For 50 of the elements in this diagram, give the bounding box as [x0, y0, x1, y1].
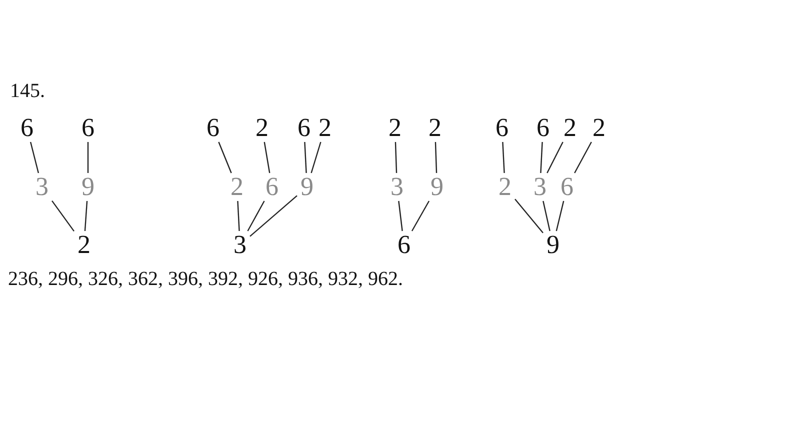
digit: 6 [204, 115, 222, 141]
connector-line [84, 200, 88, 232]
digit: 3 [531, 174, 549, 200]
digit: 3 [388, 174, 406, 200]
connector-line [304, 142, 307, 174]
digit: 2 [561, 115, 579, 141]
digit: 9 [544, 232, 562, 258]
connector-line [264, 142, 270, 174]
connector-line [540, 142, 543, 174]
connector-line [502, 142, 505, 174]
problem-number: 145. [10, 80, 45, 103]
digit: 3 [33, 174, 51, 200]
digit: 6 [295, 115, 313, 141]
connector-line [514, 198, 544, 234]
connector-line [250, 195, 298, 237]
digit: 2 [75, 232, 93, 258]
digit: 2 [228, 174, 246, 200]
connector-line [30, 142, 40, 174]
digit: 6 [79, 115, 97, 141]
digit: 6 [18, 115, 36, 141]
digit: 9 [428, 174, 446, 200]
connector-line [218, 142, 232, 174]
digit: 2 [386, 115, 404, 141]
digit: 2 [316, 115, 334, 141]
connector-line [574, 142, 592, 174]
digit: 9 [298, 174, 316, 200]
connector-line [556, 200, 564, 232]
digit: 2 [496, 174, 514, 200]
connector-line [546, 142, 564, 174]
connector-line [310, 142, 322, 174]
digit: 6 [558, 174, 576, 200]
connector-line [542, 200, 550, 232]
connector-line [87, 142, 89, 173]
connector-line [394, 142, 398, 174]
connector-line [434, 142, 438, 174]
digit: 2 [590, 115, 608, 141]
number-list: 236, 296, 326, 362, 396, 392, 926, 936, 932, 962. [8, 268, 403, 291]
digit: 3 [231, 232, 249, 258]
connector-line [237, 200, 240, 232]
digit: 6 [534, 115, 552, 141]
digit: 6 [493, 115, 511, 141]
connector-line [52, 200, 74, 232]
connector-line [411, 200, 430, 232]
digit: 9 [79, 174, 97, 200]
digit: 6 [395, 232, 413, 258]
digit: 2 [253, 115, 271, 141]
connector-line [247, 200, 265, 232]
digit: 2 [426, 115, 444, 141]
digit: 6 [263, 174, 281, 200]
connector-line [398, 200, 403, 232]
